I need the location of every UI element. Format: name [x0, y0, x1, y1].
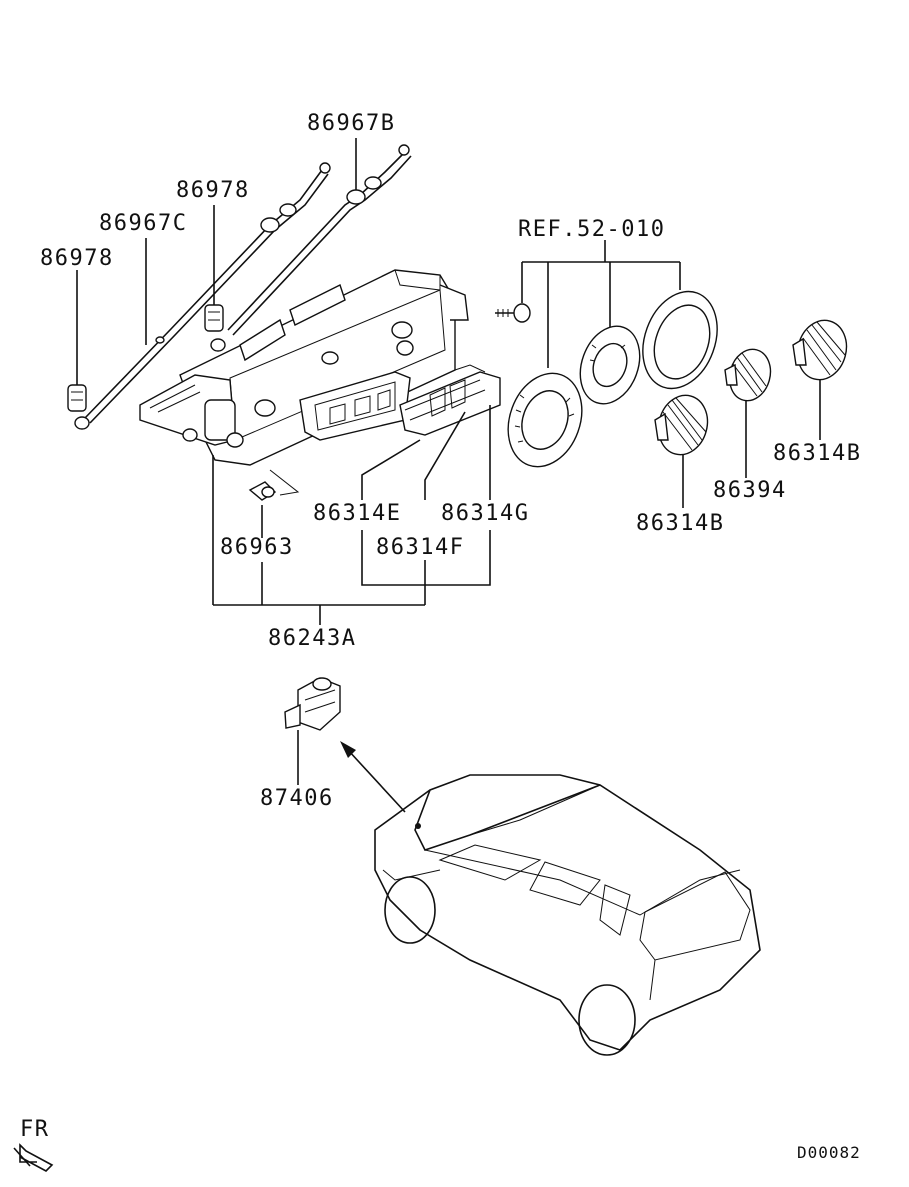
dial-plate-2	[579, 325, 641, 405]
clip-86978-top	[204, 304, 224, 332]
label-86314g: 86314G	[441, 501, 529, 526]
control-unit-86243a	[139, 269, 469, 466]
switch-module	[399, 364, 501, 436]
label-86967c: 86967C	[99, 211, 187, 236]
bulb-leader	[269, 469, 300, 496]
screw	[495, 303, 531, 323]
cable-86967b	[210, 144, 412, 352]
knob-86394	[724, 348, 772, 402]
label-87406: 87406	[260, 786, 334, 811]
label-86978-left: 86978	[40, 246, 114, 271]
label-86243a: 86243A	[268, 626, 356, 651]
location-arrow	[340, 741, 406, 813]
dial-plate-1	[507, 372, 583, 468]
sensor-87406	[284, 677, 341, 731]
label-86314f: 86314F	[376, 535, 464, 560]
vehicle-outline	[374, 774, 761, 1056]
knob-86314b-mid	[654, 394, 709, 456]
label-86978-top: 86978	[176, 178, 250, 203]
dial-plate-3	[642, 290, 718, 390]
label-86314b-mid: 86314B	[636, 511, 724, 536]
diagram-id: D00082	[797, 1143, 861, 1162]
bulb-86963	[248, 481, 277, 501]
label-fr: FR	[20, 1117, 50, 1142]
leader-lines	[76, 138, 821, 785]
clip-86978-left	[67, 384, 87, 412]
label-86314e: 86314E	[313, 501, 401, 526]
label-86394: 86394	[713, 478, 787, 503]
label-ref-52-010: REF.52-010	[518, 217, 665, 242]
label-86314b-right: 86314B	[773, 441, 861, 466]
knob-86314b-right	[792, 319, 848, 381]
front-direction-arrow-icon	[13, 1143, 54, 1172]
label-86967b: 86967B	[307, 111, 395, 136]
label-86963: 86963	[220, 535, 294, 560]
cable-86967c	[74, 162, 331, 430]
